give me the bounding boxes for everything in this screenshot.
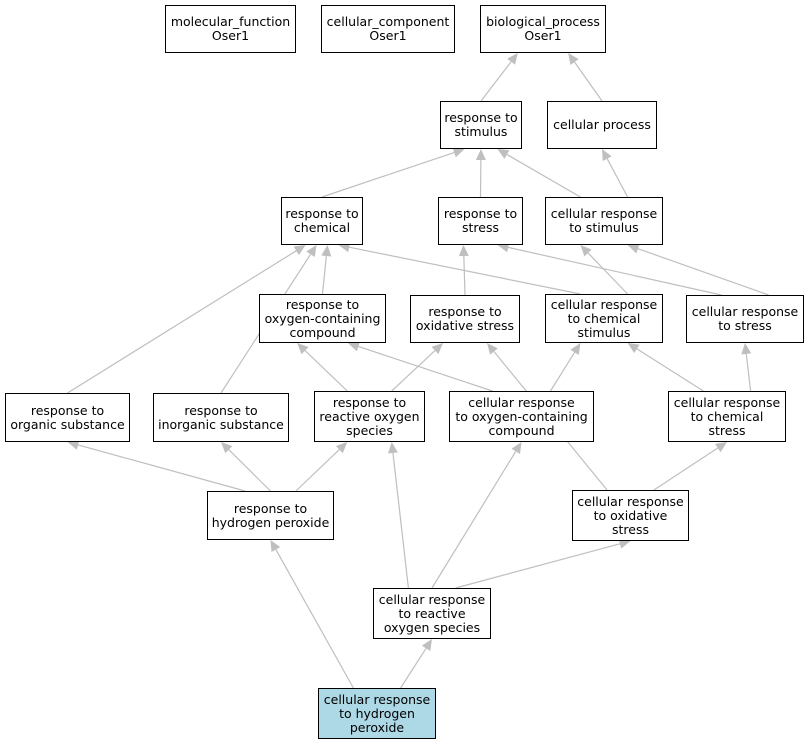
edge-arrowhead-crtcs-to-crts	[580, 245, 592, 257]
node-molecular-function[interactable]: molecular_function Oser1	[165, 5, 296, 53]
edge-arrowhead-rts-to-bp	[507, 53, 518, 65]
edge-arrowhead-crtocc-to-rtocc	[347, 341, 360, 352]
node-response-to-oxygen-containing-compound[interactable]: response to oxygen-containing compound	[259, 294, 386, 343]
edge-line-rtc-to-rts	[321, 151, 455, 198]
node-cellular-component[interactable]: cellular_component Oser1	[321, 5, 455, 53]
edge-arrowhead-rtros-to-rtos	[431, 343, 443, 355]
edge-arrowhead-rtocc-to-rtc	[321, 245, 332, 257]
edge-arrowhead-crtros-to-crtocc	[511, 442, 522, 454]
node-response-to-reactive-oxygen-species[interactable]: response to reactive oxygen species	[314, 391, 425, 442]
node-cellular-response-to-chemical-stimulus[interactable]: cellular response to chemical stimulus	[545, 294, 663, 343]
edge-arrowhead-rtis-to-rtc	[306, 245, 317, 257]
edge-line-rtros-to-rtocc	[304, 350, 348, 392]
edge-line-crtst-to-rtst	[508, 246, 722, 296]
edge-line-crtros-to-rtros	[392, 452, 409, 589]
edge-line-crtocc-to-crtcs	[549, 352, 576, 392]
edge-arrowhead-crtocc-to-crtcs	[570, 343, 581, 355]
edge-arrowhead-rtros-to-rtocc	[297, 343, 309, 355]
edge-arrowhead-crtros-to-crtos	[618, 539, 631, 549]
edge-arrowhead-crts-to-cp	[602, 149, 612, 162]
edge-line-rthp-to-rtors	[77, 444, 246, 492]
node-biological-process[interactable]: biological_process Oser1	[480, 5, 606, 53]
edge-line-crts-to-rts	[506, 153, 581, 198]
edge-arrowhead-cp-to-bp	[568, 53, 579, 65]
edge-arrowhead-crtos-to-rtos	[487, 343, 498, 355]
edge-line-rtors-to-rtc	[67, 250, 297, 394]
edge-arrowhead-crthp-to-rthp	[270, 540, 281, 553]
edge-arrowhead-crthp-to-crtros	[421, 639, 432, 651]
node-cellular-process[interactable]: cellular process	[547, 101, 657, 149]
edge-line-crtros-to-crtocc	[431, 451, 517, 589]
edge-arrowhead-rtors-to-rtc	[293, 245, 306, 256]
edge-arrowhead-crtcst-to-crtcs	[627, 343, 640, 354]
node-response-to-chemical[interactable]: response to chemical	[281, 197, 363, 245]
edge-arrowhead-rthp-to-rtros	[335, 442, 348, 454]
node-response-to-inorganic-substance[interactable]: response to inorganic substance	[153, 393, 289, 442]
node-response-to-hydrogen-peroxide[interactable]: response to hydrogen peroxide	[207, 491, 334, 540]
edge-arrowhead-crtcst-to-crtst	[741, 343, 752, 355]
edge-arrowhead-rtos-to-rtst	[458, 245, 469, 257]
edge-line-crtros-to-crtos	[455, 543, 621, 589]
edge-arrowhead-crtst-to-crts	[627, 243, 640, 254]
node-cellular-response-to-reactive-oxygen-species[interactable]: cellular response to reactive oxygen spe…	[373, 588, 491, 639]
edge-arrowhead-crtros-to-rtros	[387, 442, 398, 454]
edge-arrowhead-crtos-to-crtcst	[715, 442, 727, 453]
edge-line-crtcst-to-crtst	[745, 353, 752, 392]
edge-arrowhead-rthp-to-rtors	[67, 440, 80, 450]
edge-line-rthp-to-rtros	[295, 449, 340, 492]
edge-arrowhead-crts-to-rts	[497, 149, 510, 159]
node-response-to-stimulus[interactable]: response to stimulus	[440, 101, 522, 149]
edge-line-crthp-to-crtros	[400, 647, 427, 689]
edge-line-crtos-to-crtcst	[653, 447, 719, 491]
edge-arrowhead-rtst-to-rts	[475, 149, 486, 161]
node-response-to-stress[interactable]: response to stress	[438, 197, 523, 245]
node-cellular-response-to-chemical-stress[interactable]: cellular response to chemical stress	[668, 391, 786, 442]
node-response-to-oxidative-stress[interactable]: response to oxidative stress	[410, 295, 520, 343]
edge-line-crtcs-to-crts	[587, 252, 629, 295]
edge-arrowhead-rthp-to-rtis	[221, 442, 233, 454]
node-cellular-response-to-hydrogen-peroxide[interactable]: cellular response to hydrogen peroxide	[318, 688, 436, 739]
edge-line-crts-to-cp	[606, 158, 629, 198]
edge-line-crtocc-to-rtocc	[358, 345, 493, 392]
edge-arrowhead-rtc-to-rts	[452, 147, 465, 158]
edge-line-rtos-to-rtst	[463, 255, 466, 296]
edge-line-rthp-to-rtis	[228, 449, 271, 492]
node-cellular-response-to-stress[interactable]: cellular response to stress	[686, 295, 804, 343]
edge-line-crtst-to-crts	[637, 248, 769, 296]
edge-line-cp-to-bp	[574, 61, 603, 102]
node-cellular-response-to-stimulus[interactable]: cellular response to stimulus	[545, 197, 663, 245]
edge-line-crtcst-to-crtcs	[636, 348, 704, 392]
edge-line-rtocc-to-rtc	[321, 255, 327, 295]
node-cellular-response-to-oxidative-stress[interactable]: cellular response to oxidative stress	[572, 490, 689, 541]
edge-line-rtros-to-rtos	[391, 350, 436, 392]
node-cellular-response-to-oxygen-containing-compound[interactable]: cellular response to oxygen-containing c…	[449, 391, 594, 442]
edge-line-crthp-to-rthp	[275, 549, 354, 689]
node-response-to-organic-substance[interactable]: response to organic substance	[5, 393, 130, 442]
edge-line-rts-to-bp	[480, 61, 512, 102]
